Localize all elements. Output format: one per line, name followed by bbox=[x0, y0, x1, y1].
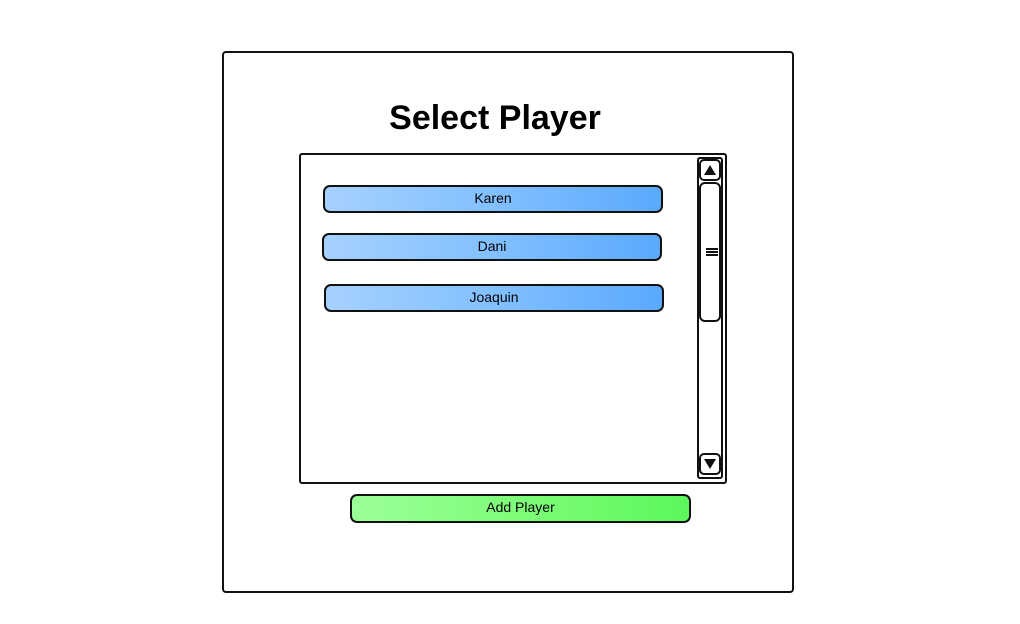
scroll-up-button[interactable] bbox=[699, 159, 721, 181]
grip-line bbox=[706, 248, 718, 250]
triangle-down-icon bbox=[704, 459, 716, 469]
grip-line bbox=[706, 254, 718, 256]
page-title: Select Player bbox=[389, 99, 601, 137]
player-button-karen[interactable]: Karen bbox=[323, 185, 663, 213]
triangle-up-icon bbox=[704, 165, 716, 175]
player-button-joaquin[interactable]: Joaquin bbox=[324, 284, 664, 312]
scroll-thumb[interactable] bbox=[699, 182, 721, 322]
player-button-dani[interactable]: Dani bbox=[322, 233, 662, 261]
grip-line bbox=[706, 251, 718, 253]
scroll-down-button[interactable] bbox=[699, 453, 721, 475]
add-player-button[interactable]: Add Player bbox=[350, 494, 691, 523]
